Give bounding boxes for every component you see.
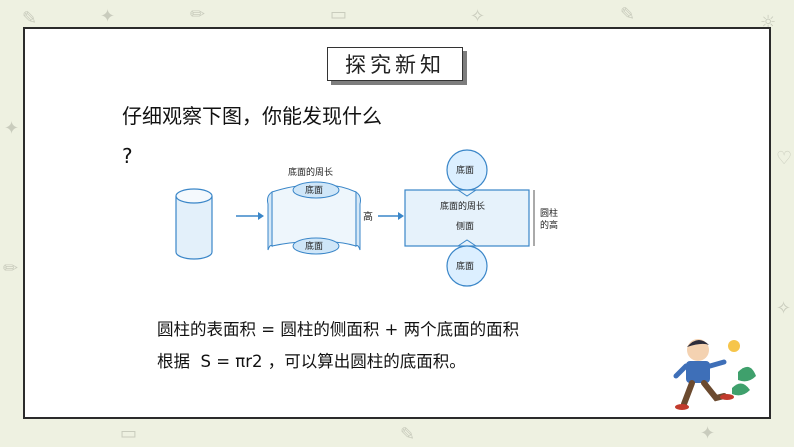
doodle-book-icon: ▭ [330,4,348,25]
doodle-pencil-icon: ✎ [620,4,636,25]
rect-top-label: 底面的周长 [440,200,485,212]
doodle-pencil-icon: ✏ [190,4,206,25]
slide-title: 探究新知 [327,47,463,81]
side-label-1: 圆柱 [540,207,558,219]
doodle-pencil-icon: ✏ [3,258,19,279]
arrow-right-icon [236,212,264,220]
doodle-star-icon: ✦ [100,6,116,27]
doodle-heart-icon: ♡ [776,148,793,169]
doodle-apple-icon: ✎ [22,8,38,29]
formula-surface-area: 圆柱的表面积 = 圆柱的侧面积 + 两个底面的面积 [157,320,520,339]
unrolled-top-label: 底面的周长 [288,166,333,178]
formula-base-area: 根据 S = πr2 ，可以算出圆柱的底面积。 [157,352,466,371]
circle-top-label: 底面 [456,164,474,176]
top-base-label: 底面 [305,184,323,196]
rect-center-label: 侧面 [456,220,474,232]
bottom-base-circle [446,245,488,287]
doodle-star-icon: ✧ [776,298,792,319]
question-text: 仔细观察下图，你能发现什么 [122,104,382,128]
question-mark: ? [122,144,133,168]
sun-icon [728,340,740,352]
doodle-pencil-icon: ✎ [400,424,416,445]
doodle-star-icon: ✦ [700,423,716,444]
arrow-right-icon [378,212,404,220]
top-base-circle [446,149,488,191]
running-boy-illustration [673,339,756,410]
cylinder-3d-icon [175,188,213,260]
doodle-star-icon: ✧ [470,6,486,27]
side-label-2: 的高 [540,219,558,231]
slide-panel [23,27,771,419]
bottom-base-label: 底面 [305,240,323,252]
height-label: 高 [363,210,373,223]
doodle-book-icon: ▭ [120,423,138,444]
lateral-rectangle [404,189,535,247]
unrolling-cylinder-shape [267,181,361,255]
doodle-star-icon: ✦ [4,118,20,139]
circle-bottom-label: 底面 [456,260,474,272]
